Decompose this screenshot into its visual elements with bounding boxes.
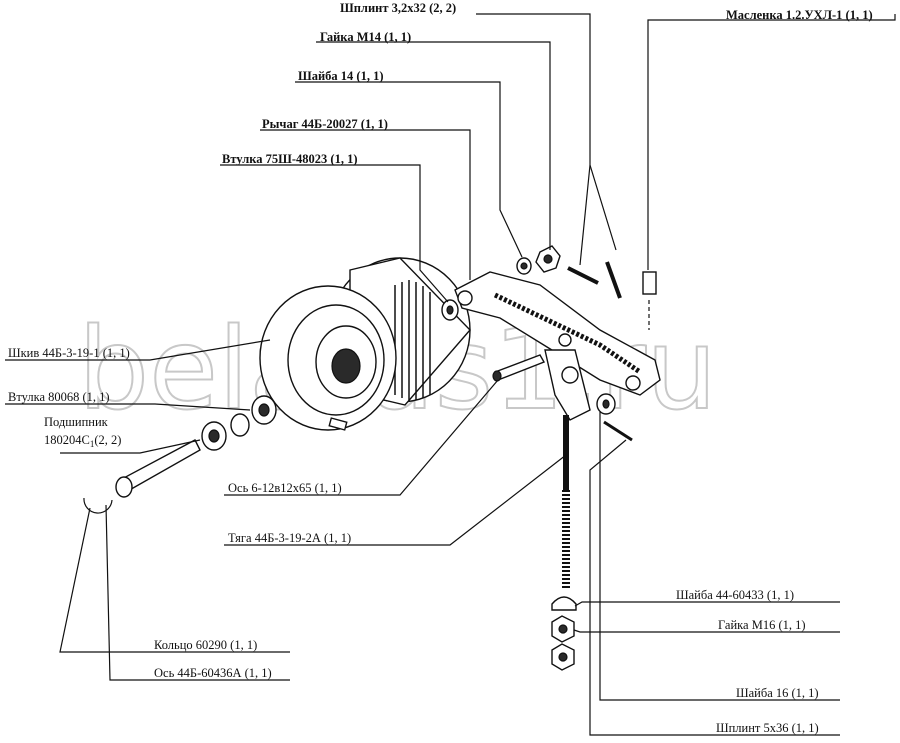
- bushing-80068-part: [251, 395, 277, 425]
- axle-44b-part: [115, 439, 201, 498]
- label-bearing-line2: 180204С1(2, 2): [44, 433, 121, 449]
- label-axle-6: Ось 6-12в12х65 (1, 1): [228, 481, 342, 495]
- pulley-part: [259, 257, 471, 431]
- label-pulley: Шкив 44Б-3-19-1 (1, 1): [8, 346, 130, 360]
- bracket-part: [544, 349, 591, 421]
- label-nut-m16: Гайка М16 (1, 1): [718, 618, 806, 632]
- cotter-pin-5-part: [603, 420, 633, 442]
- nut-m16-2-part: [551, 643, 575, 671]
- nut-m16-part: [551, 615, 575, 643]
- washer-16-part: [596, 393, 616, 415]
- label-bearing-line1: Подшипник: [44, 415, 109, 429]
- label-bushing-80068: Втулка 80068 (1, 1): [8, 390, 110, 404]
- ring-part: [83, 497, 113, 514]
- label-cotter-pin-5: Шплинт 5х36 (1, 1): [716, 721, 819, 735]
- label-grease-nipple: Масленка 1.2.УХЛ-1 (1, 1): [726, 8, 873, 22]
- washer-14-part: [516, 257, 532, 275]
- bearing-part: [201, 413, 250, 451]
- label-ring: Кольцо 60290 (1, 1): [154, 638, 257, 652]
- label-lever: Рычаг 44Б-20027 (1, 1): [262, 117, 388, 131]
- label-washer-16: Шайба 16 (1, 1): [736, 686, 819, 700]
- label-bushing-75sh: Втулка 75Ш-48023 (1, 1): [222, 152, 358, 166]
- washer-44-part: [551, 596, 577, 611]
- grease-nipple-part: [642, 271, 657, 330]
- lever-part: [454, 271, 661, 396]
- label-rod: Тяга 44Б-3-19-2А (1, 1): [228, 531, 351, 545]
- label-axle-44b: Ось 44Б-60436А (1, 1): [154, 666, 272, 680]
- label-cotter-pin-3-2: Шплинт 3,2х32 (2, 2): [340, 1, 456, 15]
- label-nut-m14: Гайка М14 (1, 1): [320, 30, 411, 44]
- nut-m14-part: [535, 245, 561, 273]
- label-washer-14: Шайба 14 (1, 1): [298, 69, 384, 83]
- bushing-75sh-part: [441, 299, 459, 321]
- leader-lines: [5, 13, 896, 736]
- label-washer-44: Шайба 44-60433 (1, 1): [676, 588, 794, 602]
- cotter-pins-part: [567, 261, 622, 299]
